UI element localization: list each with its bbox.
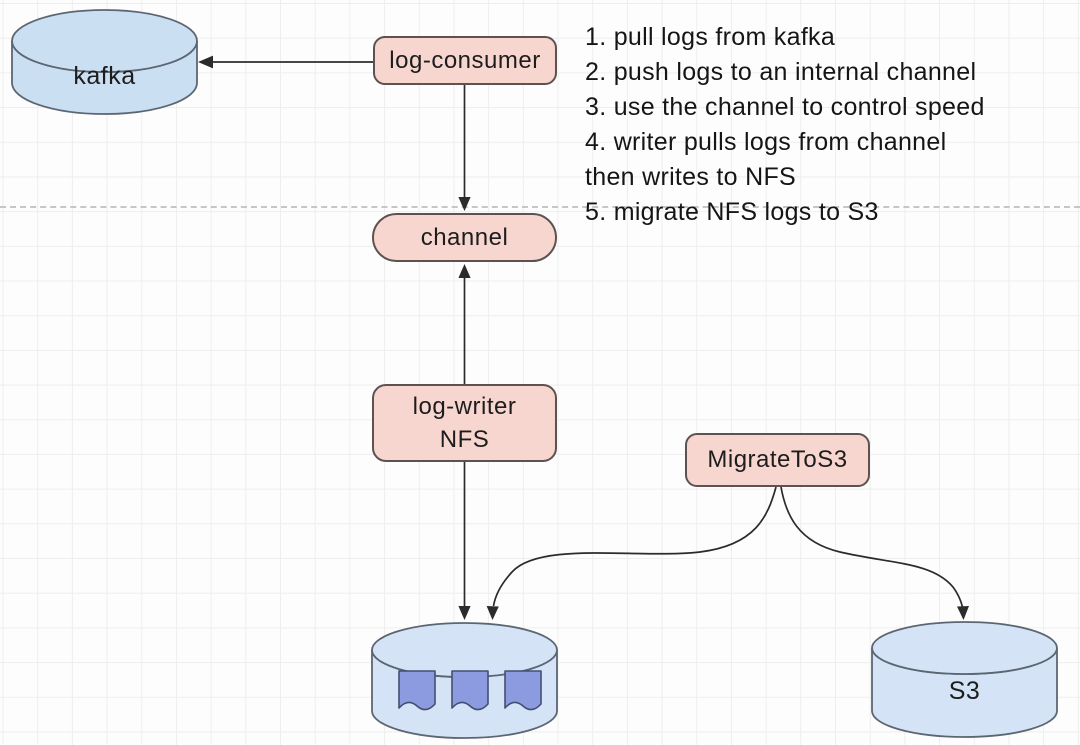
note-line: 2. push logs to an internal channel <box>585 58 977 86</box>
note-line: 1. pull logs from kafka <box>585 23 836 51</box>
note-line: 4. writer pulls logs from channel <box>585 128 947 156</box>
migrate-to-s3-label: MigrateToS3 <box>707 446 848 473</box>
node-channel[interactable]: channel <box>372 213 557 262</box>
log-writer-label-line2: NFS <box>439 426 490 453</box>
node-log-consumer[interactable]: log-consumer <box>373 36 557 85</box>
node-log-writer-nfs[interactable]: log-writer NFS <box>372 384 557 462</box>
channel-label: channel <box>420 223 509 251</box>
arrow-writer-to-channel[interactable] <box>458 264 471 384</box>
node-migrate-to-s3[interactable]: MigrateToS3 <box>685 433 870 487</box>
document-icon <box>504 670 542 711</box>
arrow-consumer-to-channel[interactable] <box>458 85 471 211</box>
document-icon <box>451 670 489 711</box>
s3-label: S3 <box>948 677 981 705</box>
note-line: 3. use the channel to control speed <box>585 93 985 121</box>
kafka-cylinder[interactable] <box>11 9 198 115</box>
kafka-label: kafka <box>73 62 136 90</box>
arrow-consumer-to-kafka[interactable] <box>198 55 373 69</box>
s3-cylinder[interactable] <box>871 621 1058 738</box>
arrow-migrate-to-nfs[interactable] <box>486 486 777 620</box>
document-icon <box>398 670 436 711</box>
note-line: 5. migrate NFS logs to S3 <box>585 198 879 226</box>
notes-list[interactable]: 1. pull logs from kafka 2. push logs to … <box>585 20 985 230</box>
note-line: then writes to NFS <box>585 163 797 191</box>
log-writer-label-line1: log-writer <box>412 393 517 420</box>
arrow-writer-to-nfs[interactable] <box>458 462 471 620</box>
arrow-migrate-to-s3[interactable] <box>780 486 969 620</box>
log-consumer-label: log-consumer <box>389 46 541 74</box>
